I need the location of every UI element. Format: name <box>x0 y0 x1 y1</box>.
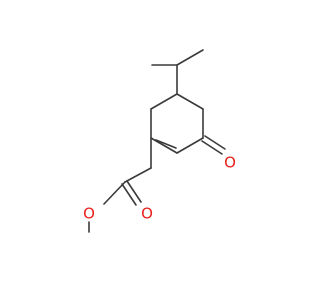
bond-ketone-1 <box>201 140 223 155</box>
molecule-structure: O O O <box>83 49 236 233</box>
bond-group <box>88 49 226 233</box>
bond-ring-c2-c3 <box>176 137 204 154</box>
bond-ch2-ester-carbon <box>124 167 152 183</box>
atom-label-group: O O O <box>83 154 236 223</box>
bond-ring-c5-c4 <box>176 93 204 110</box>
bond-ring-c1-c2 <box>150 137 178 154</box>
ester-carbonyl-oxygen-label: O <box>141 205 153 223</box>
bond-ester-carbonyl-1 <box>126 180 142 203</box>
bond-ester-carbonyl-2 <box>121 183 137 206</box>
bond-ring-c5-c6 <box>150 93 178 110</box>
bond-isopropyl-methyl-2 <box>176 49 204 66</box>
molecule-canvas: O O O <box>83 49 236 233</box>
bond-ester-ether <box>103 181 126 205</box>
ketone-oxygen-label: O <box>224 154 236 172</box>
bond-ring-c1-c2-double <box>155 139 177 149</box>
ester-ether-oxygen-label: O <box>83 205 95 223</box>
bond-ketone-2 <box>204 135 226 150</box>
